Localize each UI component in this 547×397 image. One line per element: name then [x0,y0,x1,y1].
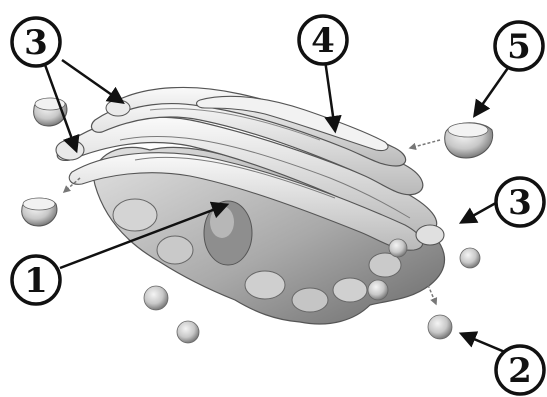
round-vesicle [460,248,480,268]
cup-vesicle [22,198,57,226]
transport-vesicle [445,123,493,158]
callout-label: 5 [507,27,531,67]
cis-face-cisternae [56,140,84,160]
round-vesicle [368,280,388,300]
trans-face-cisterna [416,225,444,245]
round-vesicle [177,321,199,343]
round-vesicle [389,239,407,257]
bulge [292,288,328,312]
flow-arrow [428,285,436,304]
callout-5: 5 [495,22,543,70]
callout-label: 2 [508,351,532,391]
bulge [245,271,285,299]
callout-2: 2 [496,346,544,394]
secretory-vesicle [428,315,452,339]
callout-3-right: 3 [496,178,544,226]
bulge [157,236,193,264]
arrow-5 [475,65,510,115]
cisterna-rim [106,100,130,116]
callout-label: 4 [311,21,335,61]
callout-label: 3 [24,23,48,63]
callout-label: 3 [508,183,532,223]
flow-arrow [410,140,440,148]
callout-4: 4 [299,16,347,64]
bulge [113,199,157,231]
bulge [333,278,367,302]
arrow-3a-upper [62,60,122,102]
callout-1: 1 [12,256,60,304]
callout-3-upper-left: 3 [12,18,60,66]
callout-label: 1 [24,261,48,301]
round-vesicle [144,286,168,310]
